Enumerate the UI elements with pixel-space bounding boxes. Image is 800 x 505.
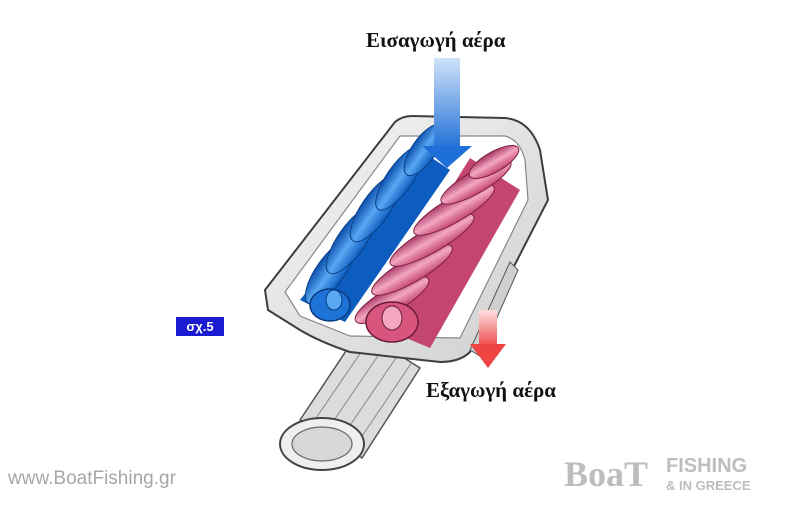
boatfishing-logo: BoaT FISHING & IN GREECE — [564, 454, 751, 494]
drive-shaft — [279, 328, 422, 471]
air-outlet-label: Εξαγωγή αέρα — [426, 378, 557, 402]
air-inlet-label: Εισαγωγή αέρα — [366, 28, 506, 52]
outlet-arrow-icon — [470, 310, 506, 368]
inlet-arrow-icon — [422, 58, 472, 168]
figure-number-badge: σχ.5 — [176, 317, 224, 336]
male-rotor — [300, 123, 450, 322]
logo-fishing-text: FISHING — [666, 455, 747, 477]
logo-main-text: BoaT — [564, 454, 648, 494]
logo-sub-text: & IN GREECE — [666, 478, 751, 493]
website-watermark: www.BoatFishing.gr — [8, 468, 176, 489]
female-rotor — [354, 145, 520, 348]
